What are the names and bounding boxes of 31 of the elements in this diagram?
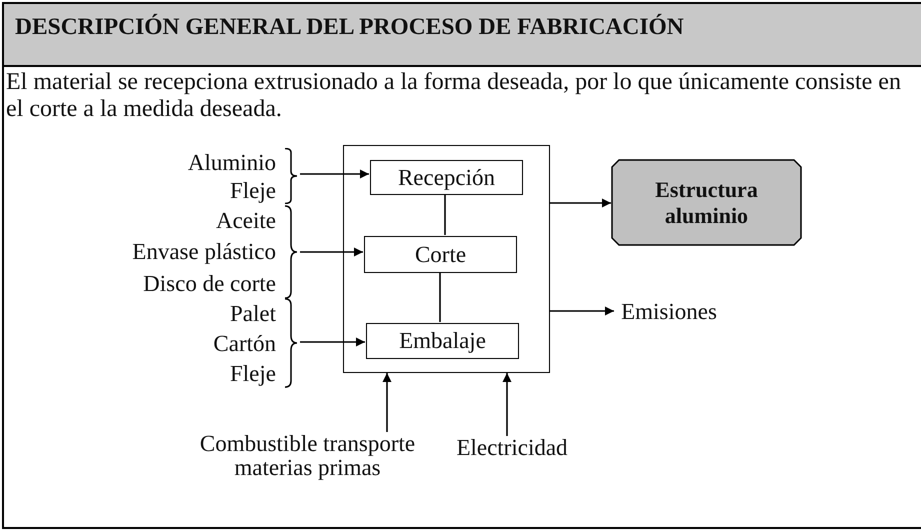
connector-line [444, 194, 446, 235]
input-label: Envase plástico [132, 239, 276, 264]
process-step-box [366, 323, 519, 359]
description-text: El material se recepciona extrusionado a la forma deseada, por lo que únicamente consiste en el corte a la medida deseada. [6, 69, 902, 123]
input-label: Palet [230, 300, 276, 326]
arrow [300, 248, 363, 256]
flow-label: Combustible transporte materias primas [198, 432, 416, 480]
arrow [502, 373, 512, 436]
arrow [550, 306, 614, 316]
step-label: Recepción [398, 164, 496, 190]
flow-label: Electricidad [455, 436, 569, 460]
arrow [300, 338, 365, 346]
input-label: Aluminio [188, 150, 276, 174]
input-label: Cartón [213, 330, 276, 356]
arrow [550, 198, 611, 208]
input-label: Disco de corte [143, 270, 276, 296]
input-label: Fleje [230, 178, 276, 202]
product-box [611, 159, 802, 246]
input-label: Fleje [230, 360, 276, 386]
flow-label: Emisiones [620, 300, 718, 324]
input-label: Aceite [216, 208, 276, 234]
process-box [343, 145, 550, 373]
process-step-box [364, 236, 517, 273]
product-label: Estructura aluminio [654, 176, 759, 228]
step-label: Corte [414, 242, 466, 268]
arrow [382, 373, 392, 432]
step-label: Embalaje [399, 328, 486, 354]
arrow [300, 170, 369, 178]
process-step-box [370, 160, 523, 195]
section-title: DESCRIPCIÓN GENERAL DEL PROCESO DE FABRICACIÓN [15, 14, 684, 41]
connector-line [439, 272, 441, 322]
